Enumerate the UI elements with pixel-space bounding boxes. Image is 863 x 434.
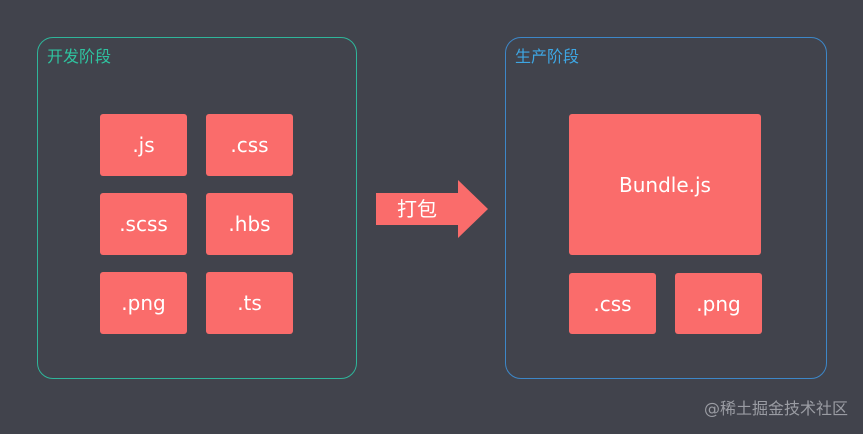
bundle-box: Bundle.js: [569, 114, 761, 255]
file-box-hbs: .hbs: [206, 193, 293, 255]
development-stage-frame: [37, 37, 357, 379]
file-box-css: .css: [206, 114, 293, 176]
file-box-js: .js: [100, 114, 187, 176]
build-arrow: [376, 180, 488, 238]
watermark: @稀土掘金技术社区: [703, 399, 848, 418]
build-arrow-label: 打包: [397, 196, 437, 221]
file-box-scss: .scss: [100, 193, 187, 255]
file-box-ts: .ts: [206, 272, 293, 334]
production-stage-title: 生产阶段: [515, 47, 580, 66]
file-box-png: .png: [100, 272, 187, 334]
output-box-css: .css: [569, 273, 656, 334]
output-box-png: .png: [675, 273, 762, 334]
production-stage-frame: [505, 37, 827, 379]
development-stage-title: 开发阶段: [47, 47, 112, 66]
